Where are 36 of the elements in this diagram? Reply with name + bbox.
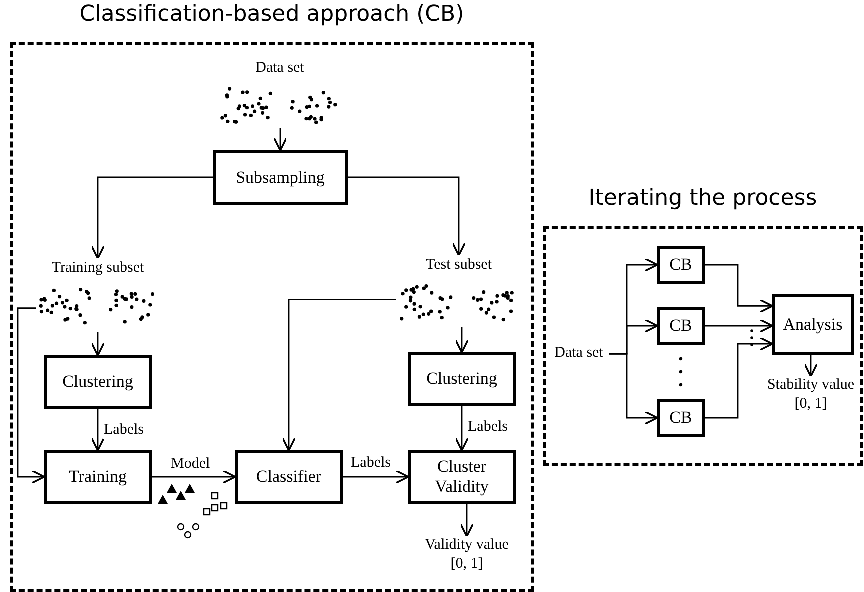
arrow [455, 327, 469, 354]
data-caption: Data set [256, 59, 304, 78]
arrow [705, 264, 774, 314]
arrow [348, 176, 466, 256]
arrow [282, 298, 396, 452]
arrow [460, 504, 474, 538]
arrow [152, 470, 236, 484]
arrow [705, 319, 774, 333]
arrow [343, 470, 410, 484]
process-box: Cluster Validity [408, 450, 516, 504]
process-box: CB [657, 307, 705, 345]
arrow [705, 337, 774, 419]
arrow [455, 406, 469, 452]
process-box: Clustering [408, 352, 516, 406]
process-box: CB [657, 246, 705, 284]
arrow [274, 128, 288, 152]
data-caption: Training subset [52, 259, 144, 278]
arrow [91, 409, 105, 452]
data-caption: Test subset [426, 256, 492, 275]
output-text: Validity value [0, 1] [416, 536, 518, 576]
frame-title: Iterating the process [588, 185, 818, 213]
output-text: Stability value [0, 1] [760, 376, 862, 416]
arrow [17, 308, 46, 484]
arrow [91, 332, 105, 356]
arrow [804, 355, 818, 378]
process-box: Analysis [772, 294, 854, 355]
frame-title: Classification-based approach (CB) [78, 1, 466, 29]
output-text: Data set [549, 344, 609, 364]
arrow [609, 353, 658, 425]
process-box: Clustering [44, 355, 152, 409]
process-box: Subsampling [213, 150, 348, 205]
edge-label: Labels [103, 421, 145, 439]
process-box: Classifier [235, 450, 343, 504]
process-box: CB [657, 399, 705, 437]
arrow [91, 176, 213, 260]
process-box: Training [44, 450, 152, 504]
